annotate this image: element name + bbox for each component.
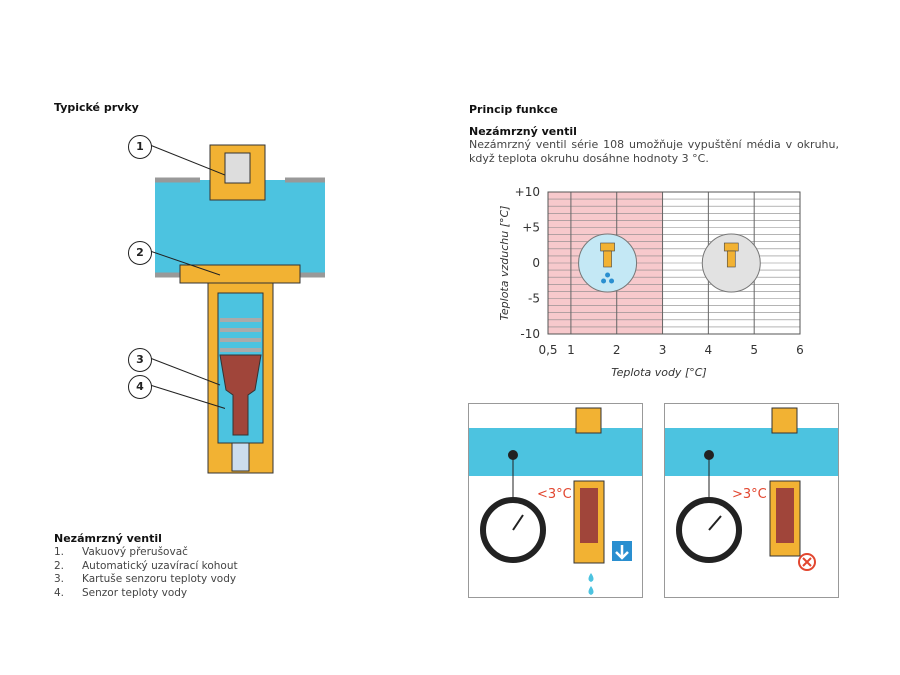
item-number: 4. [54, 586, 65, 599]
item-label: Automatický uzavírací kohout [82, 559, 238, 572]
y-tick-label: -10 [520, 327, 540, 341]
y-tick-label: -5 [528, 292, 540, 306]
closed-x-icon [798, 553, 816, 571]
valve-icon [603, 250, 612, 268]
list-item: 3. Kartuše senzoru teploty vody [54, 573, 238, 587]
arrow-down-icon [615, 545, 629, 560]
water-drop-icon [601, 278, 607, 284]
item-number: 3. [54, 573, 65, 585]
water-drop-icon [609, 278, 615, 284]
section-heading-typical: Typické prvky [54, 101, 139, 114]
valve-cutaway-illustration [155, 144, 325, 474]
y-tick-label: 0 [532, 256, 540, 270]
x-tick-label: 5 [750, 343, 758, 357]
callout-4: 4 [128, 375, 152, 399]
x-tick-label: 4 [705, 343, 713, 357]
item-number: 2. [54, 559, 65, 572]
x-tick-label: 0,5 [538, 343, 557, 357]
list-item: 2. Automatický uzavírací kohout [54, 560, 238, 574]
x-tick-label: 3 [659, 343, 667, 357]
list-item: 1. Vakuový přerušovač [54, 546, 238, 560]
panel-open [468, 403, 643, 598]
x-axis-label: Teplota vody [°C] [611, 366, 706, 379]
x-tick-label: 1 [567, 343, 575, 357]
temp-below-label: <3°C [537, 487, 572, 502]
callout-lines [149, 144, 225, 409]
y-axis-label: Teplota vzduchu [°C] [498, 206, 511, 321]
description-paragraph: Nezámrzný ventil série 108 umožňuje vypu… [469, 138, 839, 165]
section-heading-principle: Princip funkce [469, 103, 558, 116]
item-number: 1. [54, 546, 65, 558]
valve-icon [723, 242, 739, 252]
y-tick-label: +10 [515, 185, 540, 199]
callout-1: 1 [128, 135, 152, 159]
callout-3: 3 [128, 348, 152, 372]
x-tick-label: 6 [796, 343, 804, 357]
parts-list: 1. Vakuový přerušovač 2. Automatický uzaví… [54, 546, 238, 600]
item-label: Vakuový přerušovač [82, 546, 188, 558]
item-label: Senzor teploty vody [82, 586, 188, 599]
water-drop-icon [605, 272, 611, 278]
plot-frame [547, 191, 801, 335]
subheading: Nezámrzný ventil [469, 125, 577, 138]
valve-icon [600, 242, 615, 252]
callout-2: 2 [128, 241, 152, 265]
list-item: 4. Senzor teploty vody [54, 587, 238, 601]
item-label: Kartuše senzoru teploty vody [82, 573, 237, 585]
x-tick-label: 2 [613, 343, 621, 357]
legend-title: Nezámrzný ventil [54, 532, 162, 545]
panel-closed [664, 403, 839, 598]
valve-icon [726, 250, 736, 268]
y-tick-label: +5 [522, 221, 540, 235]
temp-above-label: >3°C [732, 487, 767, 502]
